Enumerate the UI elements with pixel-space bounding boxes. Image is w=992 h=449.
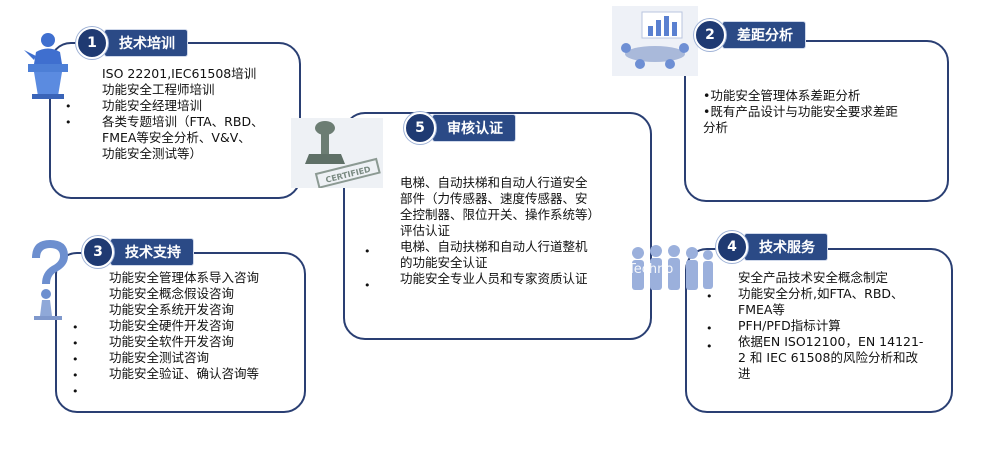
bullet: • bbox=[706, 340, 713, 353]
support-line: 功能安全软件开发咨询 bbox=[109, 334, 259, 350]
support-title: 技术支持 bbox=[110, 238, 194, 266]
support-number: 3 bbox=[82, 236, 114, 268]
service-number: 4 bbox=[716, 231, 748, 263]
certification-lines: 电梯、自动扶梯和自动人行道安全 部件（力传感器、速度传感器、安 全控制器、限位开… bbox=[400, 175, 600, 287]
service-line: PFH/PFD指标计算 bbox=[738, 318, 923, 334]
support-line: 功能安全管理体系导入咨询 bbox=[109, 270, 259, 286]
bullet: • bbox=[65, 116, 72, 129]
certification-line: 全控制器、限位开关、操作系统等） bbox=[400, 207, 600, 223]
bullet: • bbox=[706, 322, 713, 335]
gap-number: 2 bbox=[694, 19, 726, 51]
gap-line: 分析 bbox=[703, 120, 898, 136]
support-line: 功能安全验证、确认咨询等 bbox=[109, 366, 259, 382]
support-lines: 功能安全管理体系导入咨询 功能安全概念假设咨询 功能安全系统开发咨询 功能安全硬… bbox=[109, 270, 259, 382]
bullet: • bbox=[72, 337, 79, 350]
training-line: FMEA等安全分析、V&V、 bbox=[102, 130, 264, 146]
bullet: • bbox=[72, 385, 79, 398]
service-line: 进 bbox=[738, 366, 923, 382]
service-line: FMEA等 bbox=[738, 302, 923, 318]
people-overlay-text: Techno bbox=[627, 262, 673, 277]
certified-stamp-icon: CERTIFIED bbox=[291, 118, 383, 188]
certification-line: 的功能安全认证 bbox=[400, 255, 600, 271]
gap-badge: 2 差距分析 bbox=[694, 19, 806, 51]
service-title: 技术服务 bbox=[744, 233, 828, 261]
people-group-icon: Techno bbox=[626, 243, 716, 301]
training-line: 功能安全测试等） bbox=[102, 146, 264, 162]
training-line: 各类专题培训（FTA、RBD、 bbox=[102, 114, 264, 130]
training-badge: 1 技术培训 bbox=[76, 27, 188, 59]
training-line: 功能安全工程师培训 bbox=[102, 82, 264, 98]
training-line: ISO 22201,IEC61508培训 bbox=[102, 66, 264, 82]
certification-badge: 5 审核认证 bbox=[404, 112, 516, 144]
bullet: • bbox=[72, 321, 79, 334]
support-line: 功能安全硬件开发咨询 bbox=[109, 318, 259, 334]
certification-title: 审核认证 bbox=[432, 114, 516, 142]
certification-line: 评估认证 bbox=[400, 223, 600, 239]
bullet: • bbox=[72, 353, 79, 366]
training-line: 功能安全经理培训 bbox=[102, 98, 264, 114]
question-mark-icon bbox=[22, 236, 74, 322]
bullet: • bbox=[364, 279, 371, 292]
service-badge: 4 技术服务 bbox=[716, 231, 828, 263]
certification-line: 部件（力传感器、速度传感器、安 bbox=[400, 191, 600, 207]
meeting-chart-icon bbox=[612, 6, 698, 76]
service-line: 功能安全分析,如FTA、RBD、 bbox=[738, 286, 923, 302]
support-badge: 3 技术支持 bbox=[82, 236, 194, 268]
service-line: 安全产品技术安全概念制定 bbox=[738, 270, 923, 286]
support-line: 功能安全概念假设咨询 bbox=[109, 286, 259, 302]
support-line: 功能安全测试咨询 bbox=[109, 350, 259, 366]
certification-line: 功能安全专业人员和专家资质认证 bbox=[400, 271, 600, 287]
bullet: • bbox=[72, 369, 79, 382]
certification-line: 电梯、自动扶梯和自动人行道安全 bbox=[400, 175, 600, 191]
gap-line: •功能安全管理体系差距分析 bbox=[703, 88, 898, 104]
bullet: • bbox=[65, 100, 72, 113]
training-number: 1 bbox=[76, 27, 108, 59]
certification-number: 5 bbox=[404, 112, 436, 144]
service-line: 依据EN ISO12100，EN 14121- bbox=[738, 334, 923, 350]
gap-line: •既有产品设计与功能安全要求差距 bbox=[703, 104, 898, 120]
support-line: 功能安全系统开发咨询 bbox=[109, 302, 259, 318]
gap-title: 差距分析 bbox=[722, 21, 806, 49]
bullet: • bbox=[364, 245, 371, 258]
presenter-icon bbox=[18, 30, 78, 100]
gap-lines: •功能安全管理体系差距分析 •既有产品设计与功能安全要求差距 分析 bbox=[703, 88, 898, 136]
training-lines: ISO 22201,IEC61508培训 功能安全工程师培训 功能安全经理培训 … bbox=[102, 66, 264, 162]
certification-line: 电梯、自动扶梯和自动人行道整机 bbox=[400, 239, 600, 255]
training-title: 技术培训 bbox=[104, 29, 188, 57]
service-line: 2 和 IEC 61508的风险分析和改 bbox=[738, 350, 923, 366]
service-lines: 安全产品技术安全概念制定 功能安全分析,如FTA、RBD、 FMEA等 PFH/… bbox=[738, 270, 923, 382]
